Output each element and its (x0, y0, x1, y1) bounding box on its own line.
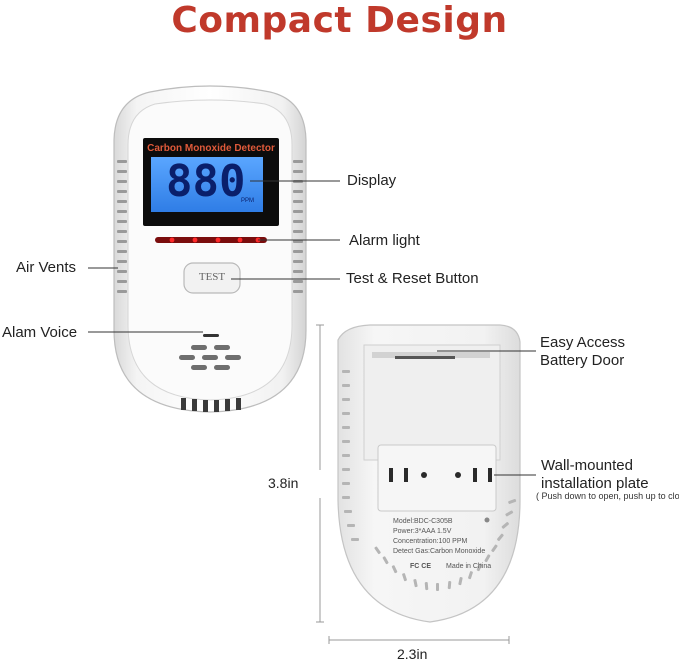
plate-slots (389, 468, 492, 482)
label-plate-2: installation plate (541, 475, 649, 492)
back-vents-left (342, 370, 359, 541)
front-detector (113, 85, 307, 413)
label-battery-door-1: Easy Access (540, 334, 626, 351)
spec-model: Model:BDC-C305B (393, 518, 453, 525)
air-vents-left (117, 160, 127, 293)
made-in: Made in China (446, 563, 492, 570)
spec-concentration: Concentration:100 PPM (393, 538, 468, 545)
certification-marks: FC CE (410, 563, 431, 570)
label-display: Display (347, 172, 397, 189)
label-plate-note: ( Push down to open, push up to close.) (536, 491, 679, 501)
label-test-reset: Test & Reset Button (346, 270, 479, 287)
lcd-digits: 880 (166, 156, 246, 207)
back-vents-right (374, 498, 517, 591)
dimension-width: 2.3in (397, 646, 428, 662)
label-alarm-light: Alarm light (349, 232, 420, 249)
label-air-vents: Air Vents (16, 259, 77, 276)
callout-lines (88, 180, 536, 476)
lcd-unit: PPM (241, 198, 255, 204)
test-button[interactable]: TEST (198, 271, 226, 283)
dimension-lines (316, 324, 510, 644)
alarm-leds (169, 237, 261, 243)
label-alarm-voice: Alam Voice (2, 324, 78, 341)
speaker-grille (179, 345, 241, 370)
bottom-vents (181, 398, 241, 412)
page-title: Compact Design (171, 0, 508, 41)
spec-power: Power:3*AAA 1.5V (393, 528, 452, 535)
dimension-height: 3.8in (268, 475, 299, 491)
label-plate-1: Wall-mounted (541, 457, 633, 474)
back-detector (337, 324, 521, 623)
test-button-shape (183, 262, 241, 294)
lcd-screen (151, 157, 263, 212)
label-battery-door-2: Battery Door (540, 352, 625, 369)
spec-gas: Detect Gas:Carbon Monoxide (393, 548, 486, 555)
lcd-title: Carbon Monoxide Detector (147, 143, 275, 154)
